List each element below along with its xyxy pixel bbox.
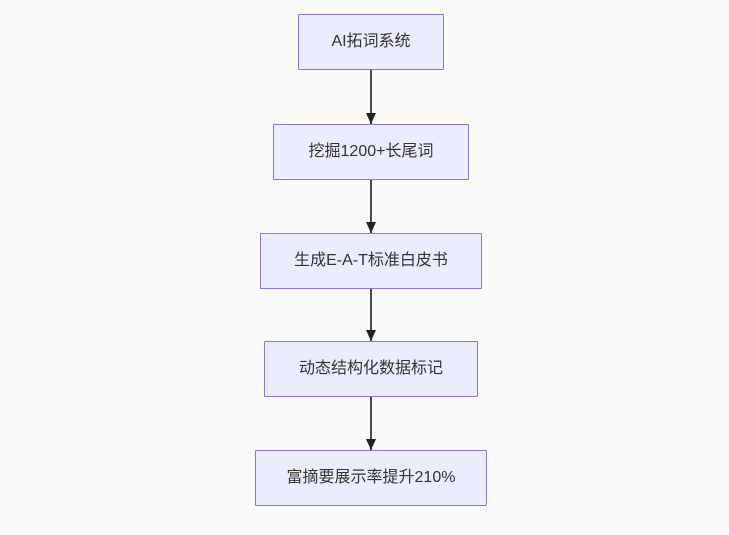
arrow-down-icon xyxy=(370,180,372,233)
arrow-down-icon xyxy=(370,289,372,341)
flow-node-dynamic-structured-data-markup: 动态结构化数据标记 xyxy=(264,341,478,397)
arrow-down-icon xyxy=(370,397,372,450)
flow-node-label: 生成E-A-T标准白皮书 xyxy=(294,252,448,269)
flow-node-mine-longtail-keywords: 挖掘1200+长尾词 xyxy=(273,124,469,180)
flow-node-label: AI拓词系统 xyxy=(331,33,411,50)
flow-node-ai-word-expansion-system: AI拓词系统 xyxy=(298,14,444,70)
flow-node-label: 挖掘1200+长尾词 xyxy=(308,143,434,160)
arrow-down-icon xyxy=(370,70,372,124)
flow-node-label: 动态结构化数据标记 xyxy=(298,360,443,377)
flow-node-generate-eat-whitepaper: 生成E-A-T标准白皮书 xyxy=(260,233,482,289)
flow-node-rich-snippet-rate-increase: 富摘要展示率提升210% xyxy=(255,450,487,506)
flow-node-label: 富摘要展示率提升210% xyxy=(286,469,456,486)
